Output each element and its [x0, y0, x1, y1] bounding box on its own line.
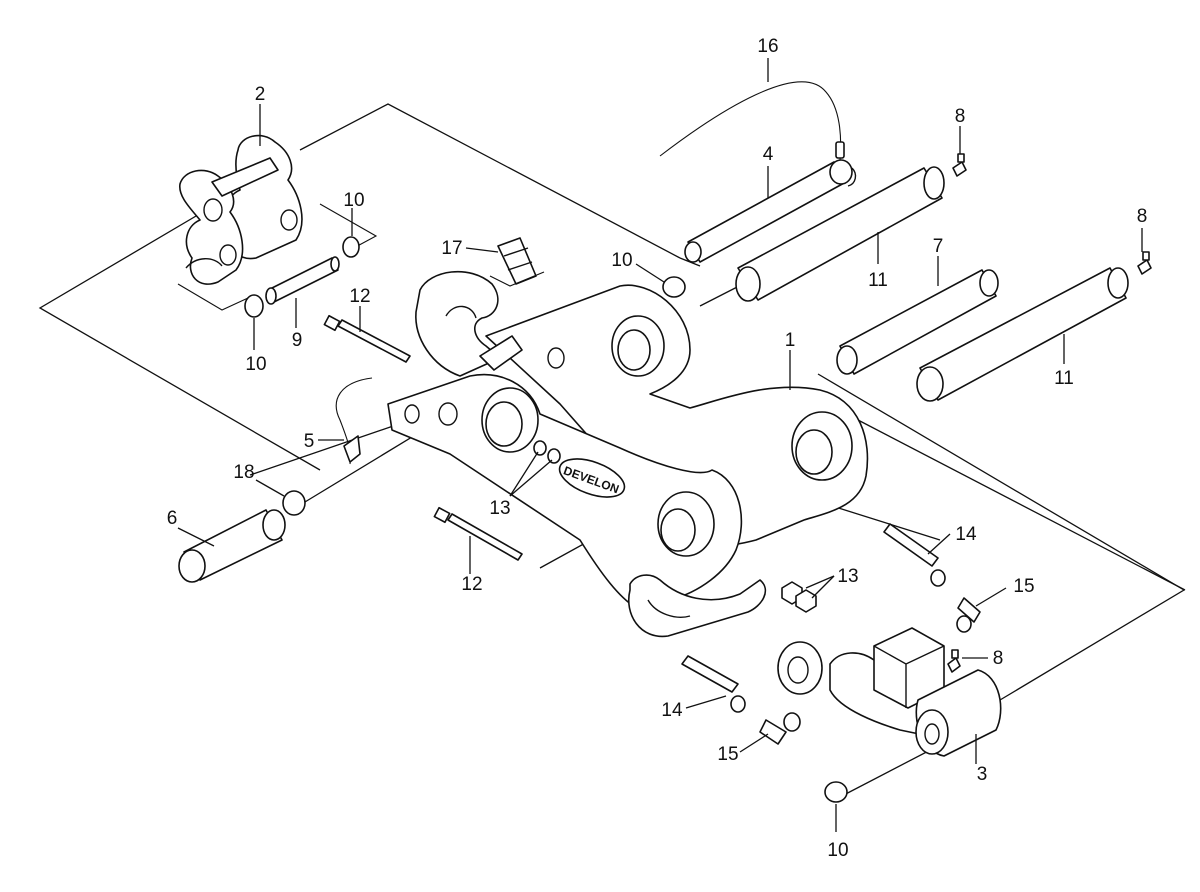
- callout-5: 5: [304, 431, 315, 452]
- callout-8-right: 8: [1137, 206, 1148, 227]
- part-bushing-upper: [735, 166, 945, 302]
- part-nuts: [533, 440, 817, 613]
- part-medium-bushing: [836, 269, 999, 375]
- callout-2: 2: [255, 84, 266, 105]
- part-hook-bracket: [177, 134, 378, 311]
- callout-8-upper: 8: [955, 106, 966, 127]
- callout-17: 17: [441, 238, 462, 259]
- callout-10-bottom: 10: [827, 840, 848, 861]
- callout-11-lower: 11: [1054, 368, 1074, 389]
- part-pin-with-wire: [659, 81, 857, 263]
- callout-1: 1: [785, 330, 796, 351]
- callout-9: 9: [292, 330, 303, 351]
- snap-ring-10-upper: [342, 236, 360, 258]
- callout-3: 3: [977, 764, 988, 785]
- callout-6: 6: [167, 508, 178, 529]
- part-small-pin: [265, 256, 340, 305]
- callout-13-center: 13: [489, 498, 510, 519]
- part-bushing-lower: [916, 267, 1129, 402]
- callout-15-right: 15: [1013, 576, 1034, 597]
- snap-ring-10-mid: [662, 276, 686, 298]
- callout-10-mid: 10: [611, 250, 632, 271]
- callout-13-right: 13: [837, 566, 858, 587]
- part-hoses-elbows: [681, 523, 981, 745]
- callout-7: 7: [933, 236, 944, 257]
- callout-12-lower: 12: [461, 574, 482, 595]
- snap-ring-10-left: [244, 294, 264, 318]
- callout-4: 4: [763, 144, 774, 165]
- part-bolts: [323, 314, 523, 561]
- part-r-pin: [335, 377, 373, 465]
- snap-ring-10-bottom: [824, 781, 848, 803]
- callout-14-right: 14: [955, 524, 977, 545]
- callout-18: 18: [233, 462, 254, 483]
- part-main-frame: DEVELON: [387, 270, 869, 638]
- callout-labels: 2 10 10 9 12 5 18 6 17 10 4 16 11 11 7 8…: [167, 36, 1148, 861]
- snap-ring-18: [282, 490, 306, 516]
- callout-10-upper-left: 10: [343, 190, 364, 211]
- callout-16: 16: [757, 36, 778, 57]
- callout-14-left: 14: [661, 700, 683, 721]
- callout-12-upper: 12: [349, 286, 370, 307]
- part-hydraulic-cylinder: [777, 627, 1002, 757]
- callout-11-upper: 11: [868, 270, 888, 291]
- callout-8-cylinder: 8: [993, 648, 1004, 669]
- part-grease-nipples: [947, 153, 1152, 673]
- part-clip: [489, 237, 545, 287]
- snap-rings: [244, 236, 848, 803]
- part-large-pin: [178, 509, 286, 583]
- callout-15-left: 15: [717, 744, 738, 765]
- callout-10-left: 10: [245, 354, 266, 375]
- leader-lines: [177, 58, 1143, 832]
